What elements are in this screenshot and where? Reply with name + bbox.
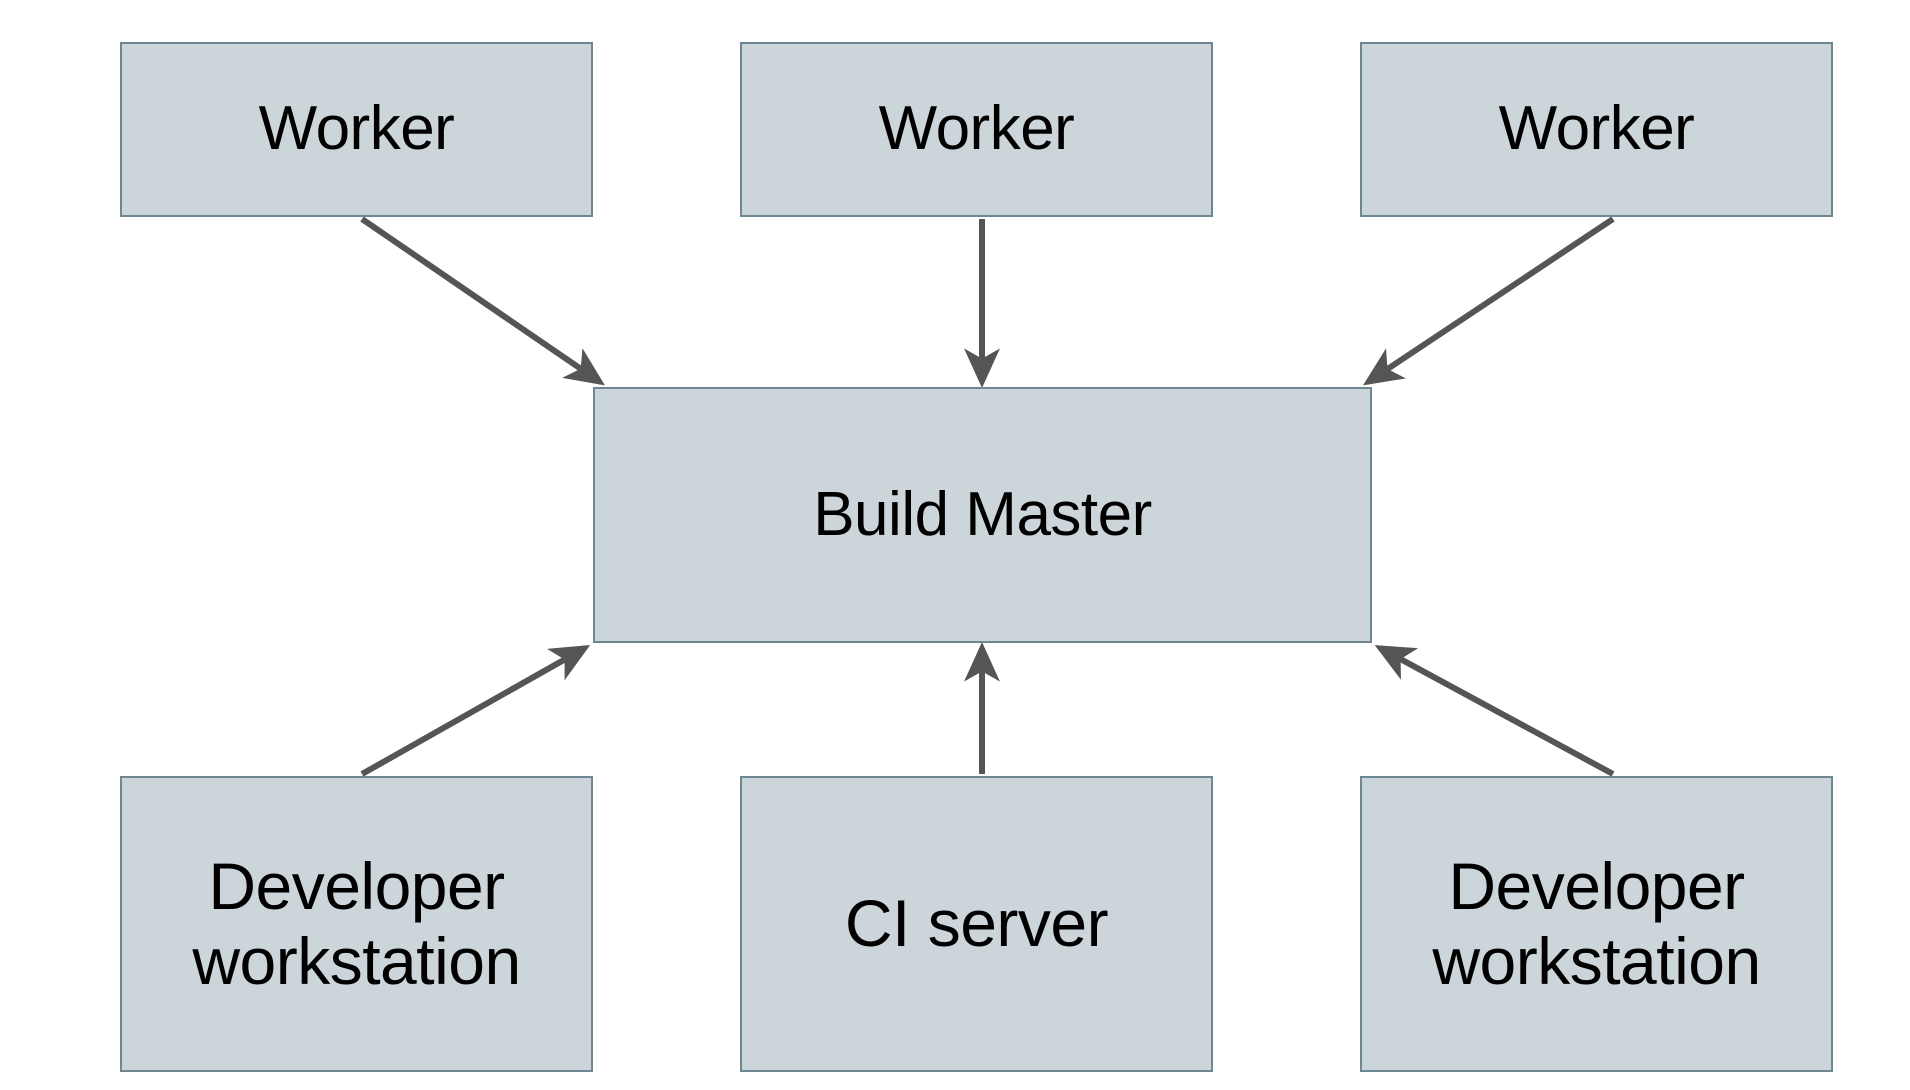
- node-ci-server-label: CI server: [844, 886, 1109, 961]
- node-worker-3[interactable]: Worker: [1360, 42, 1833, 217]
- edge-group: [360, 216, 1615, 777]
- node-build-master-label: Build Master: [813, 479, 1152, 549]
- node-ci-server[interactable]: CI server: [740, 776, 1213, 1072]
- node-developer-workstation-left-label: Developer workstation: [192, 848, 521, 998]
- edge-developer-workstation-right-to-build-master: [1374, 645, 1615, 777]
- edge-worker-1-to-build-master: [360, 216, 605, 386]
- node-worker-2-label: Worker: [878, 94, 1075, 164]
- node-build-master[interactable]: Build Master: [593, 387, 1372, 643]
- node-developer-workstation-right[interactable]: Developer workstation: [1360, 776, 1833, 1072]
- node-developer-workstation-left[interactable]: Developer workstation: [120, 776, 593, 1072]
- node-worker-1[interactable]: Worker: [120, 42, 593, 217]
- node-worker-1-label: Worker: [258, 94, 455, 164]
- node-worker-3-label: Worker: [1498, 94, 1695, 164]
- edge-developer-workstation-left-to-build-master: [360, 645, 591, 777]
- node-developer-workstation-right-label: Developer workstation: [1432, 848, 1761, 998]
- edge-worker-3-to-build-master: [1363, 216, 1615, 386]
- node-worker-2[interactable]: Worker: [740, 42, 1213, 217]
